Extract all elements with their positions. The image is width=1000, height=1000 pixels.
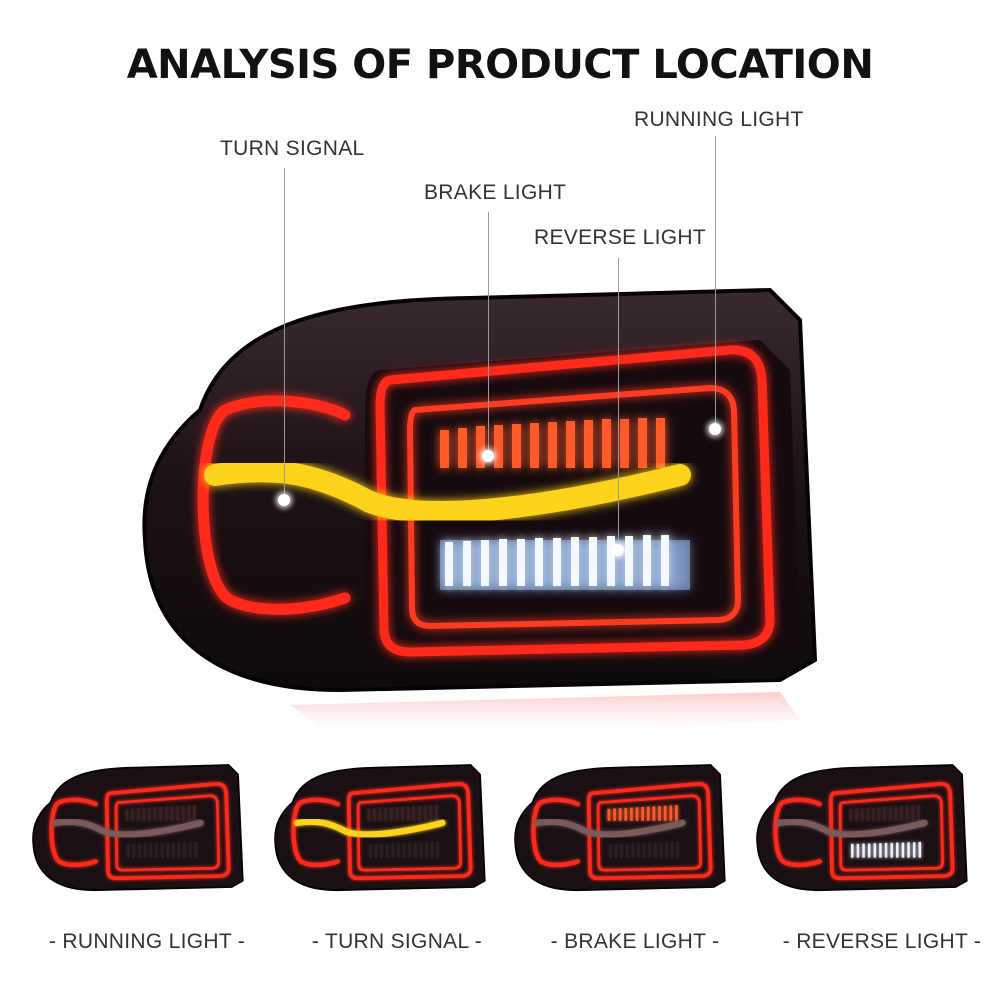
tail-light-hero-image — [142, 287, 818, 740]
reverse-light-point — [612, 544, 624, 556]
page-title: ANALYSIS OF PRODUCT LOCATION — [126, 42, 874, 88]
callout-turn-signal: TURN SIGNAL — [220, 137, 365, 160]
turn-signal-bar — [204, 460, 691, 523]
running-light-leader — [715, 136, 716, 429]
thumb-turn-light-image — [274, 764, 486, 892]
mode-label-running-light: - RUNNING LIGHT - — [48, 930, 246, 953]
brake-light-bars — [440, 418, 665, 468]
thumb-reverse-light-image — [756, 764, 968, 892]
callout-running-light: RUNNING LIGHT — [634, 108, 804, 131]
mode-label-turn-signal: - TURN SIGNAL - — [311, 930, 483, 953]
thumb-running-light-image — [32, 764, 244, 892]
running-light-point — [709, 423, 721, 435]
reverse-light-leader — [618, 258, 619, 550]
reverse-light-bars — [440, 535, 690, 590]
running-light-c-curve — [197, 395, 351, 615]
mode-label-reverse-light: - REVERSE LIGHT - — [782, 930, 982, 953]
running-light-outer-loop — [375, 345, 775, 657]
callout-brake-light: BRAKE LIGHT — [424, 181, 567, 204]
turn-signal-leader — [284, 168, 285, 498]
running-light-inner-loop — [406, 384, 742, 630]
brake-light-leader — [488, 212, 489, 456]
turn-signal-point — [278, 494, 290, 506]
mode-label-brake-light: - BRAKE LIGHT - — [550, 930, 720, 953]
brake-light-point — [482, 450, 494, 462]
thumb-brake-light-image — [514, 764, 726, 892]
callout-reverse-light: REVERSE LIGHT — [534, 226, 706, 249]
